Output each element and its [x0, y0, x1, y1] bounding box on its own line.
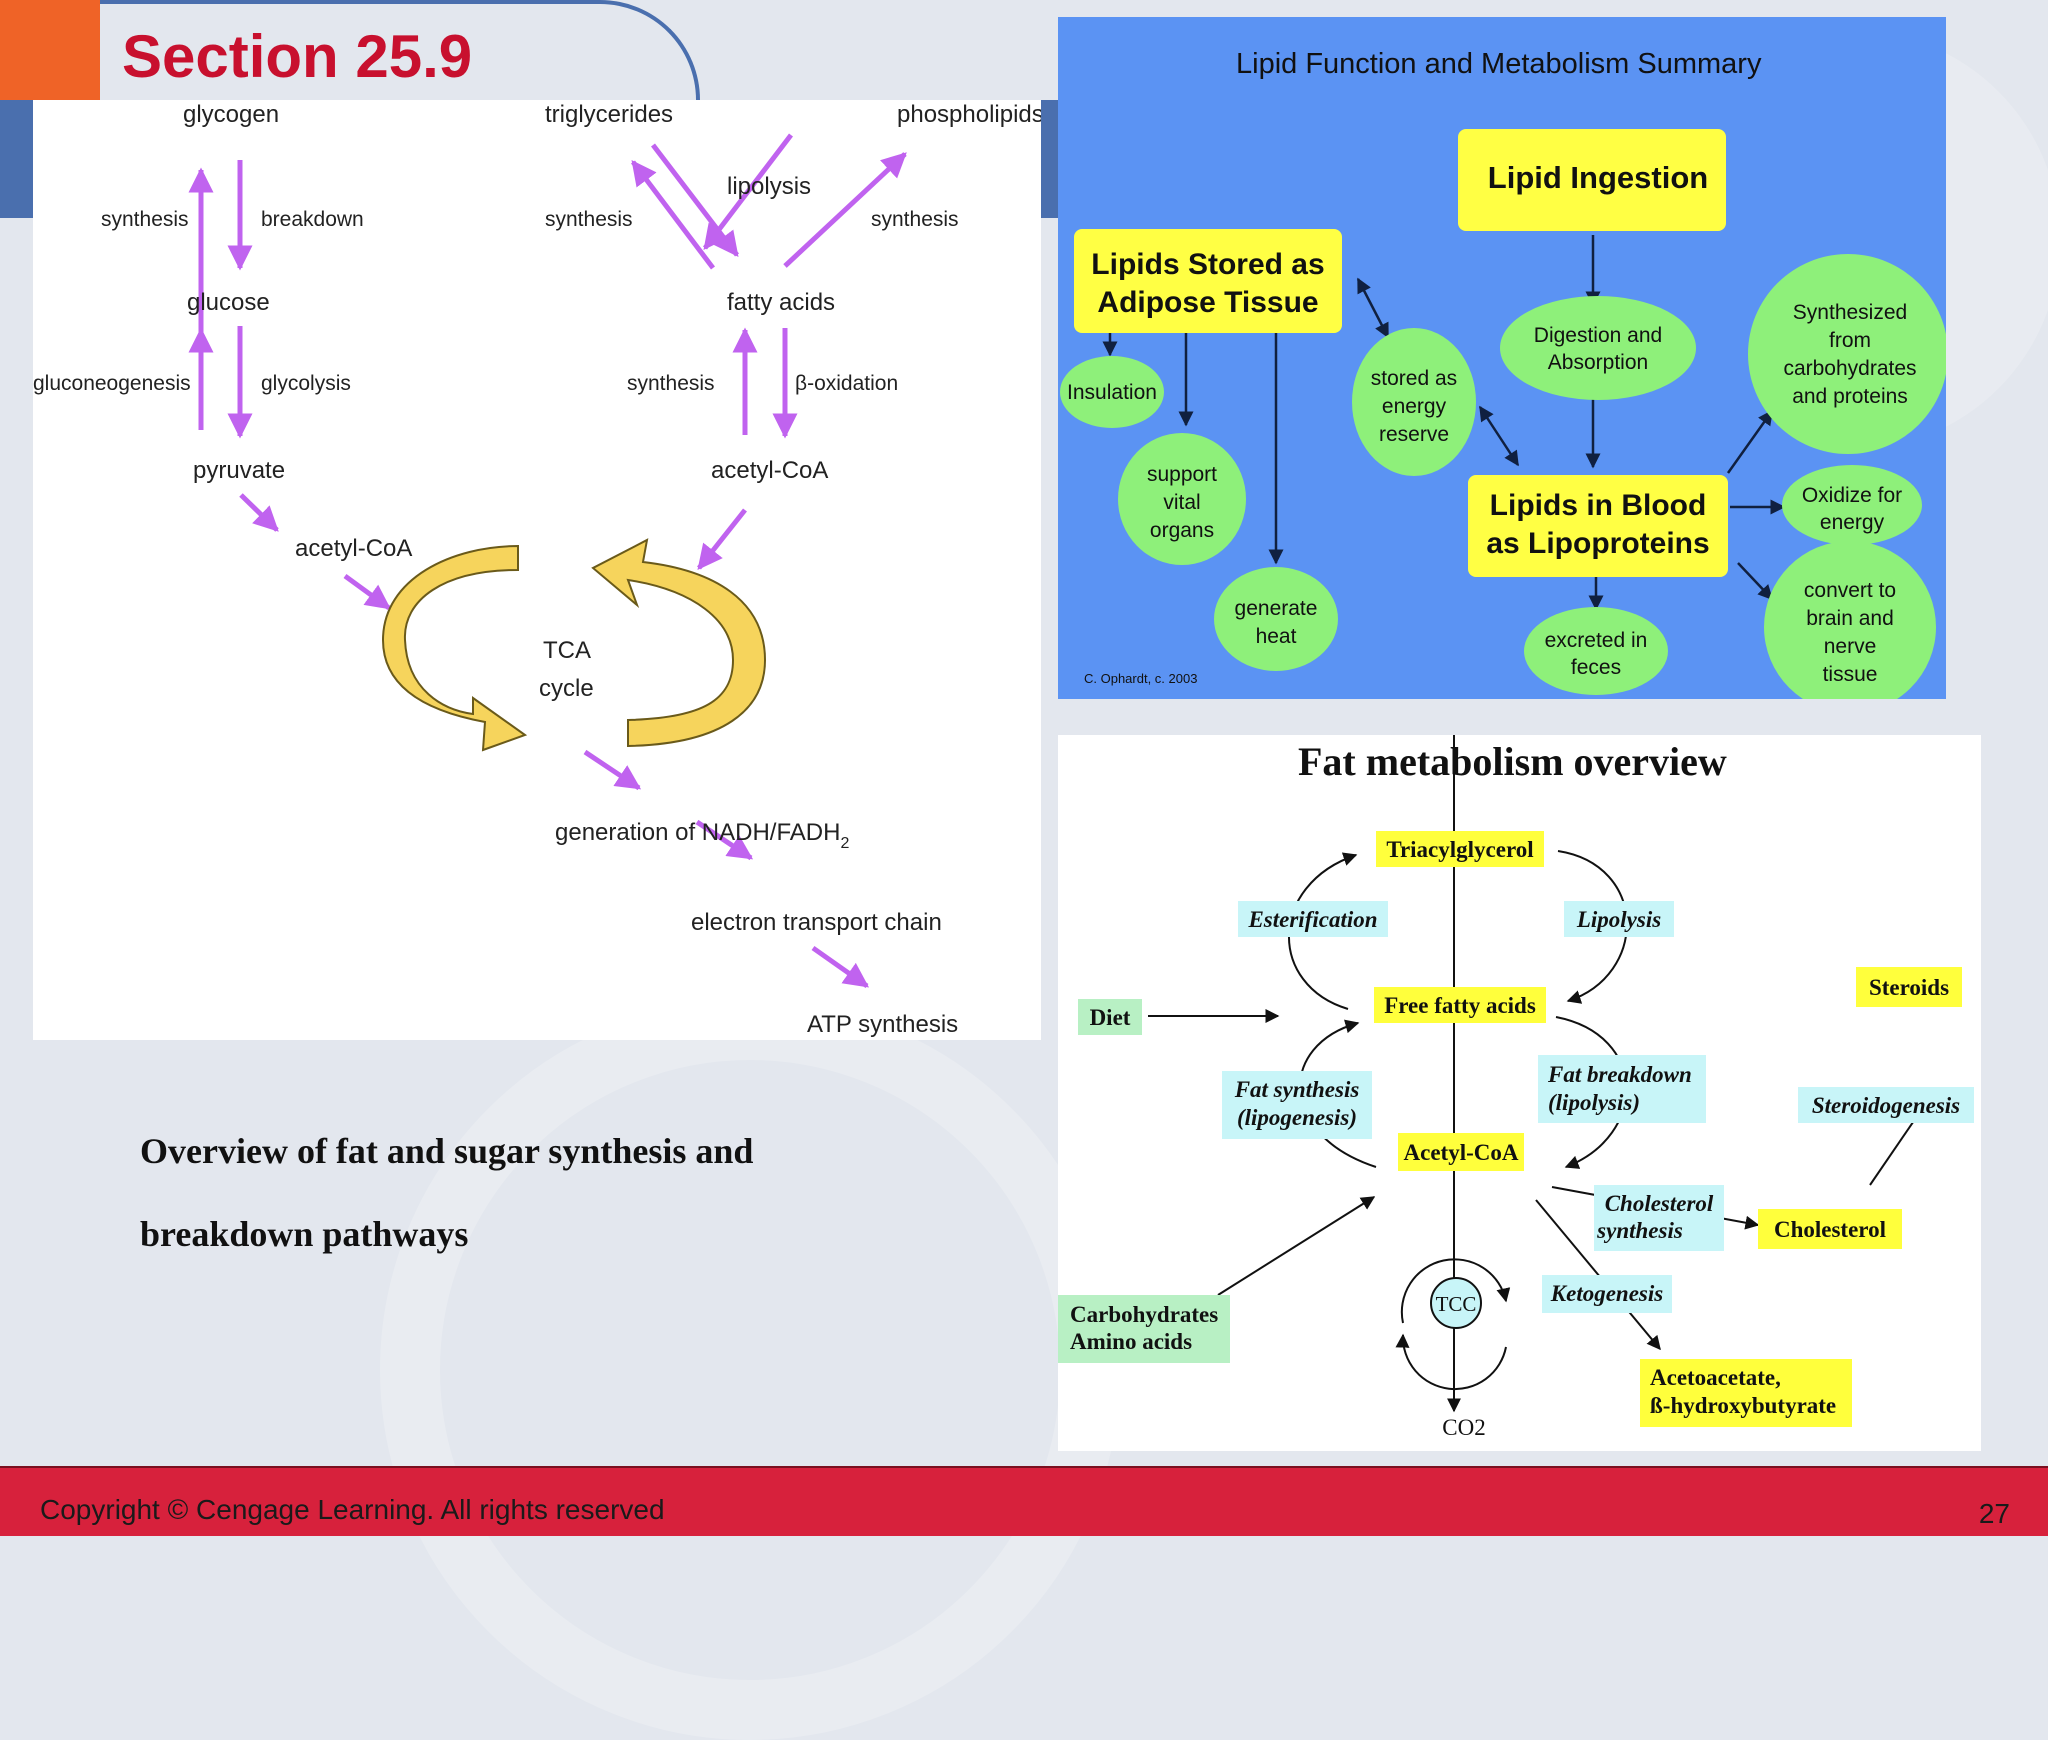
insulation-oval: Insulation — [1067, 381, 1157, 404]
fat-synthesis-line2: (lipogenesis) — [1237, 1105, 1357, 1130]
energy-oval-line2: energy — [1382, 395, 1447, 418]
svg-text:Lipids Stored as: Lipids Stored as — [1091, 248, 1324, 281]
lipid-summary-ovals — [1060, 254, 1946, 699]
caption-line: breakdown pathways — [140, 1214, 469, 1254]
phospholipids-label: phospholipids — [897, 101, 1041, 128]
steroids-box: Steroids — [1869, 975, 1949, 1000]
digestion-oval-line1: Digestion and — [1534, 324, 1662, 347]
ketones-line1: Acetoacetate, — [1650, 1365, 1781, 1390]
acetyl-coa-box: Acetyl-CoA — [1404, 1140, 1519, 1165]
slide-caption: Overview of fat and sugar synthesis and … — [140, 1110, 900, 1276]
beta-oxidation-label: β-oxidation — [795, 372, 898, 395]
section-title: Section 25.9 — [122, 23, 473, 90]
ketones-line2: ß-hydroxybutyrate — [1650, 1393, 1836, 1418]
pathway-arrows — [188, 133, 907, 989]
gluconeogenesis-label: gluconeogenesis — [33, 372, 191, 395]
oxidize-oval-line2: energy — [1820, 511, 1885, 534]
lipid-summary-credit: C. Ophardt, c. 2003 — [1084, 671, 1197, 686]
fatty-acids-label: fatty acids — [727, 289, 835, 316]
glycolysis-label: glycolysis — [261, 372, 351, 395]
energy-oval-line1: stored as — [1371, 367, 1457, 390]
support-oval-line3: organs — [1150, 519, 1214, 542]
carbohydrates-line2: Amino acids — [1070, 1329, 1192, 1354]
fat-breakdown-line1: Fat breakdown — [1547, 1062, 1692, 1087]
pathway-diagram: glycogen triglycerides phospholipids lip… — [33, 100, 1041, 1040]
heat-oval-line2: heat — [1256, 625, 1297, 648]
cholesterol-synthesis-line1: Cholesterol — [1605, 1191, 1714, 1216]
excreted-oval-line1: excreted in — [1545, 629, 1648, 652]
diet-box: Diet — [1090, 1005, 1131, 1030]
svg-text:Adipose Tissue: Adipose Tissue — [1097, 286, 1318, 319]
tca-label-line2: cycle — [539, 675, 594, 702]
brain-oval-line2: brain and — [1806, 607, 1894, 630]
svg-text:Lipid Ingestion: Lipid Ingestion — [1488, 160, 1708, 195]
acetyl-coa-right-label: acetyl-CoA — [711, 457, 828, 484]
tcc-label: TCC — [1436, 1292, 1477, 1316]
pyruvate-label: pyruvate — [193, 457, 285, 484]
synthesis-label: synthesis — [627, 372, 715, 395]
triacylglycerol-box: Triacylglycerol — [1386, 837, 1533, 862]
fat-breakdown-line2: (lipolysis) — [1548, 1090, 1640, 1115]
synthesized-oval-line2: from — [1829, 329, 1871, 352]
lipolysis-label: Lipolysis — [1576, 907, 1661, 932]
lipid-summary-diagram: Lipid Function and Metabolism Summary Li… — [1058, 17, 1946, 699]
fat-overview-title: Fat metabolism overview — [1298, 739, 1727, 784]
tca-label-line1: TCA — [543, 637, 591, 664]
fat-metabolism-diagram: Fat metabolism overview Triacylglycerol … — [1058, 735, 1981, 1451]
tca-cycle-right-arrow — [591, 538, 767, 748]
synthesis-label: synthesis — [545, 208, 633, 231]
co2-label: CO2 — [1442, 1415, 1485, 1440]
glucose-label: glucose — [187, 289, 270, 316]
glycogen-label: glycogen — [183, 101, 279, 128]
synthesized-oval-line3: carbohydrates — [1783, 357, 1916, 380]
copyright-text: Copyright © Cengage Learning. All rights… — [40, 1494, 665, 1525]
page-number: 27 — [1978, 1498, 2010, 1529]
excreted-oval-line2: feces — [1571, 656, 1621, 679]
free-fatty-acids-box: Free fatty acids — [1384, 993, 1536, 1018]
brain-oval-line4: tissue — [1823, 663, 1878, 686]
heat-oval-line1: generate — [1235, 597, 1318, 620]
lipolysis-label: lipolysis — [727, 173, 811, 200]
tcc-circle — [1430, 1277, 1482, 1329]
ketogenesis-label: Ketogenesis — [1550, 1281, 1663, 1306]
fat-synthesis-line1: Fat synthesis — [1234, 1077, 1360, 1102]
support-oval-line2: vital — [1163, 491, 1200, 514]
lipid-ingestion-box: Lipid Ingestion — [1458, 129, 1726, 231]
cholesterol-synthesis-line2: synthesis — [1596, 1218, 1683, 1243]
support-oval-line1: support — [1147, 463, 1217, 486]
carbohydrates-line1: Carbohydrates — [1070, 1302, 1218, 1327]
synthesis-label: synthesis — [871, 208, 959, 231]
breakdown-label: breakdown — [261, 208, 364, 231]
tca-cycle-left-arrow — [381, 544, 528, 752]
synthesis-label: synthesis — [101, 208, 189, 231]
footer-bar — [0, 1466, 2048, 1536]
lipids-stored-box: Lipids Stored as Adipose Tissue — [1074, 229, 1342, 333]
energy-oval-line3: reserve — [1379, 423, 1449, 446]
header-tab — [0, 0, 700, 100]
nadh-generation-label: generation of NADH/FADH2 — [555, 819, 849, 852]
digestion-oval-line2: Absorption — [1548, 351, 1648, 374]
lipids-in-blood-box: Lipids in Blood as Lipoproteins — [1468, 475, 1728, 577]
atp-synthesis-label: ATP synthesis — [807, 1011, 958, 1038]
steroidogenesis-label: Steroidogenesis — [1812, 1093, 1960, 1118]
brain-oval-line1: convert to — [1804, 579, 1896, 602]
lipid-summary-title: Lipid Function and Metabolism Summary — [1236, 48, 1762, 80]
cholesterol-box: Cholesterol — [1774, 1217, 1886, 1242]
esterification-label: Esterification — [1247, 907, 1377, 932]
triglycerides-label: triglycerides — [545, 101, 673, 128]
section-marker — [0, 0, 100, 100]
electron-transport-label: electron transport chain — [691, 909, 942, 936]
svg-text:Lipids in Blood: Lipids in Blood — [1490, 489, 1707, 522]
svg-text:as Lipoproteins: as Lipoproteins — [1486, 527, 1709, 560]
caption-line: Overview of fat and sugar synthesis and — [140, 1131, 754, 1171]
acetyl-coa-left-label: acetyl-CoA — [295, 535, 412, 562]
synthesized-oval-line1: Synthesized — [1793, 301, 1907, 324]
oxidize-oval-line1: Oxidize for — [1802, 484, 1902, 507]
synthesized-oval-line4: and proteins — [1792, 385, 1908, 408]
brain-oval-line3: nerve — [1824, 635, 1877, 658]
